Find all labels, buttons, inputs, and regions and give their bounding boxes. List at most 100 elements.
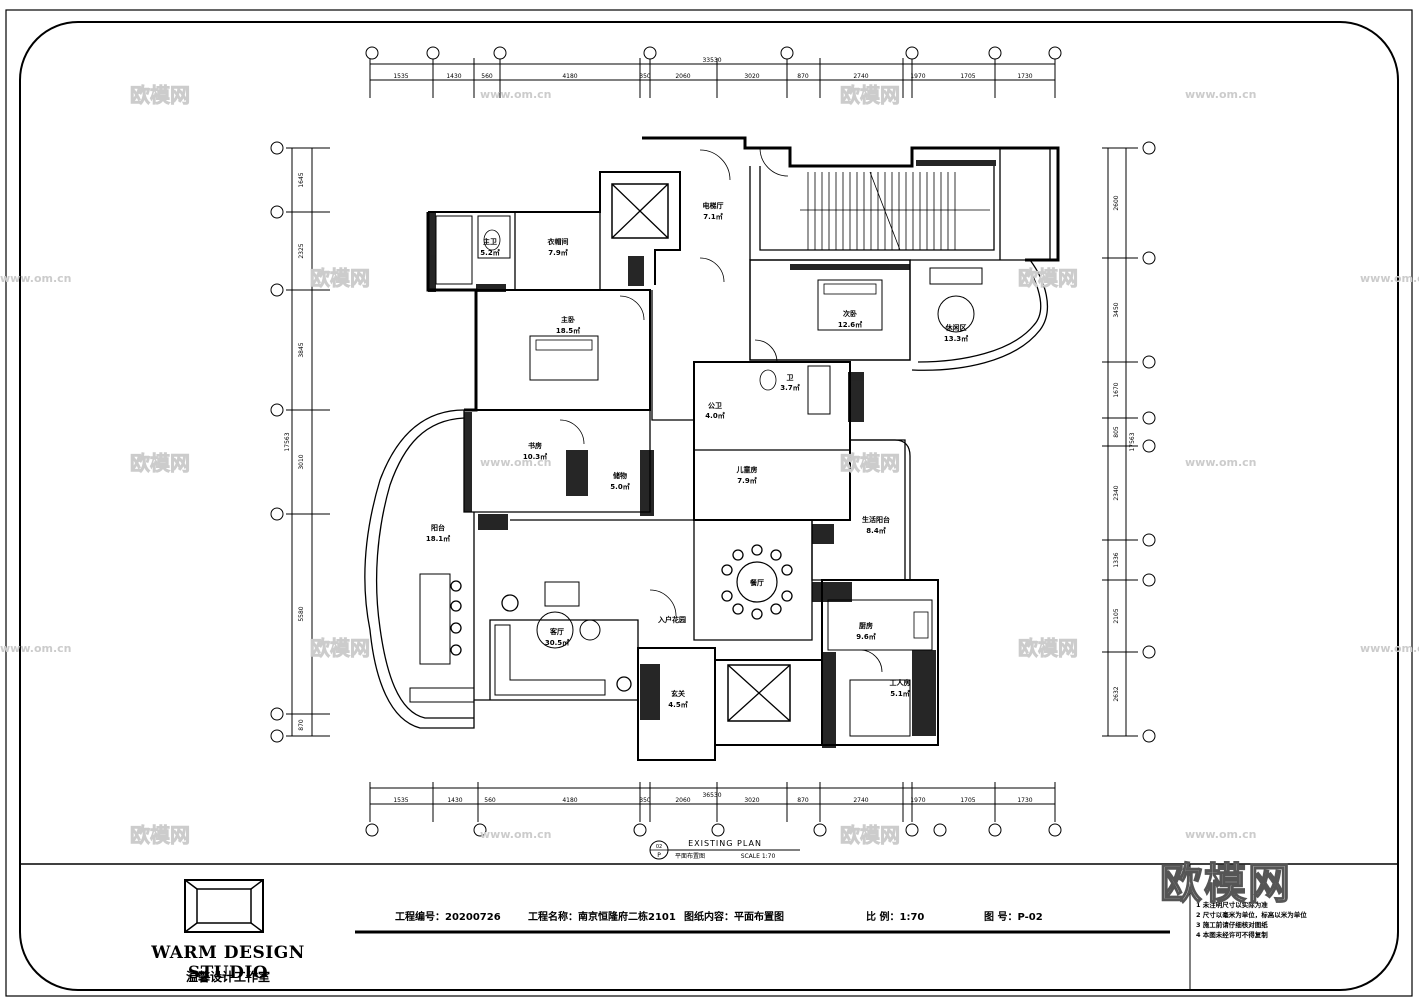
dim-text: 4180 [562,73,577,80]
room-area: 5.2㎡ [480,248,499,257]
dim-text: 2325 [298,243,305,258]
sheet-badge-top: 02 [656,844,662,850]
room-label: 客厅 [549,627,564,636]
dim-text: 2060 [675,73,690,80]
dim-text: 2740 [853,73,868,80]
watermark-url: www.om.cn [1185,456,1257,469]
room-area: 9.6㎡ [856,632,875,641]
room-label: 入户花园 [657,615,686,624]
room-area: 13.3㎡ [944,334,968,343]
watermark-layer: 欧模网 欧模网 欧模网 欧模网 欧模网 欧模网 欧模网 欧模网 欧模网 欧模网 [130,83,1079,848]
note-item: 2 尺寸以毫米为单位，标高以米为单位 [1196,911,1307,919]
dim-text: 3450 [1113,302,1120,317]
floor-plan [364,136,1060,761]
project-number: 工程编号：20200726 [395,912,501,923]
dim-text: 1670 [1113,382,1120,397]
dim-text: 3010 [298,454,305,469]
wall-hatching [428,160,996,748]
dim-text: 1535 [393,797,408,804]
dim-text: 870 [797,73,809,80]
watermark-url: www.om.cn [1185,88,1257,101]
watermark-logo: 欧模网 [130,451,190,475]
watermark-logo: 欧模网 [840,83,900,107]
drawing-title-block: 02 P EXISTING PLAN 平面布置图 SCALE 1:70 [649,839,800,860]
watermark-logo: 欧模网 [130,823,190,847]
watermark-big-logo: 欧模网 [1159,858,1293,909]
dim-text: 1970 [910,797,925,804]
dim-text: 2340 [1113,485,1120,500]
watermark-url: www.om.cn [480,828,552,841]
room-label: 卫 [787,374,794,382]
drawing-title: EXISTING PLAN [688,839,762,848]
left-dimension-line [286,147,330,737]
dim-text: 3020 [744,73,759,80]
room-label: 玄关 [671,689,685,698]
room-label: 次卧 [843,309,857,318]
room-area: 3.7㎡ [780,383,799,392]
room-area: 30.5㎡ [545,638,569,647]
room-area: 4.0㎡ [705,411,724,420]
room-label: 休闲区 [945,323,967,332]
general-notes: 1 未注明尺寸以实际为准 2 尺寸以毫米为单位，标高以米为单位 3 施工前请仔细… [1196,900,1336,940]
dim-text: 1705 [960,73,975,80]
room-area: 18.5㎡ [556,326,580,335]
top-dimension-line [369,58,1056,98]
room-area: 18.1㎡ [426,534,450,543]
room-label: 书房 [528,441,542,450]
dim-text: 2600 [1113,195,1120,210]
dim-text: 2740 [853,797,868,804]
dim-text: 2632 [1113,686,1120,701]
room-label: 储物 [612,471,627,480]
dim-text: 17563 [1129,432,1136,451]
studio-name: WARM DESIGN STUDIO [151,943,305,983]
dim-text: 1645 [298,172,305,187]
room-label: 衣帽间 [548,237,569,246]
drawing-subtitle: 平面布置图 [675,852,705,860]
watermark-url: www.om.cn [1185,828,1257,841]
studio-name-cn: 温馨设计工作室 [185,970,270,984]
room-area: 4.5㎡ [668,700,687,709]
sheet-badge-bottom: P [657,852,661,859]
watermark-logo: 欧模网 [840,823,900,847]
watermark-url: www.om.cn [480,456,552,469]
dim-text: 870 [298,719,305,731]
watermark-logo: 欧模网 [130,83,190,107]
note-item: 4 本图未经许可不得复制 [1196,931,1268,939]
note-item: 3 施工前请仔细核对图纸 [1196,921,1268,929]
bottom-total-dim: 36530 [702,792,721,799]
rounded-frame [19,21,1399,991]
drawing-scale: SCALE 1:70 [741,853,776,860]
watermark-url: www.om.cn [0,272,72,285]
dim-text: 870 [797,797,809,804]
watermark-url: www.om.cn [1360,272,1419,285]
room-label: 主卧 [561,315,575,324]
dim-text: 560 [484,797,496,804]
dim-text: 2060 [675,797,690,804]
watermark-url: www.om.cn [1360,642,1419,655]
top-total-dim: 33530 [702,57,721,64]
dim-text: 350 [639,797,651,804]
room-label: 儿童房 [736,465,758,474]
note-item: 1 未注明尺寸以实际为准 [1196,901,1268,909]
studio-logo [184,879,264,933]
dim-text: 2105 [1113,608,1120,623]
room-area: 5.1㎡ [890,689,909,698]
dim-text: 350 [639,73,651,80]
room-label: 阳台 [431,523,445,532]
bottom-dimension-line [369,782,1056,822]
dim-text: 1535 [393,73,408,80]
room-label: 工人房 [890,678,911,687]
watermark-logo: 欧模网 [1018,636,1078,660]
watermark-logo: 欧模网 [1018,266,1078,290]
sheet-number: 图 号：P-02 [984,912,1043,923]
dim-text: 5580 [298,606,305,621]
dim-text: 1970 [910,73,925,80]
dim-text: 1430 [446,73,461,80]
watermark-url: www.om.cn [480,88,552,101]
room-area: 7.9㎡ [548,248,567,257]
room-label: 公卫 [708,402,722,410]
axis-bubbles [270,46,1156,837]
room-area: 7.9㎡ [737,476,756,485]
room-label: 餐厅 [749,578,764,587]
